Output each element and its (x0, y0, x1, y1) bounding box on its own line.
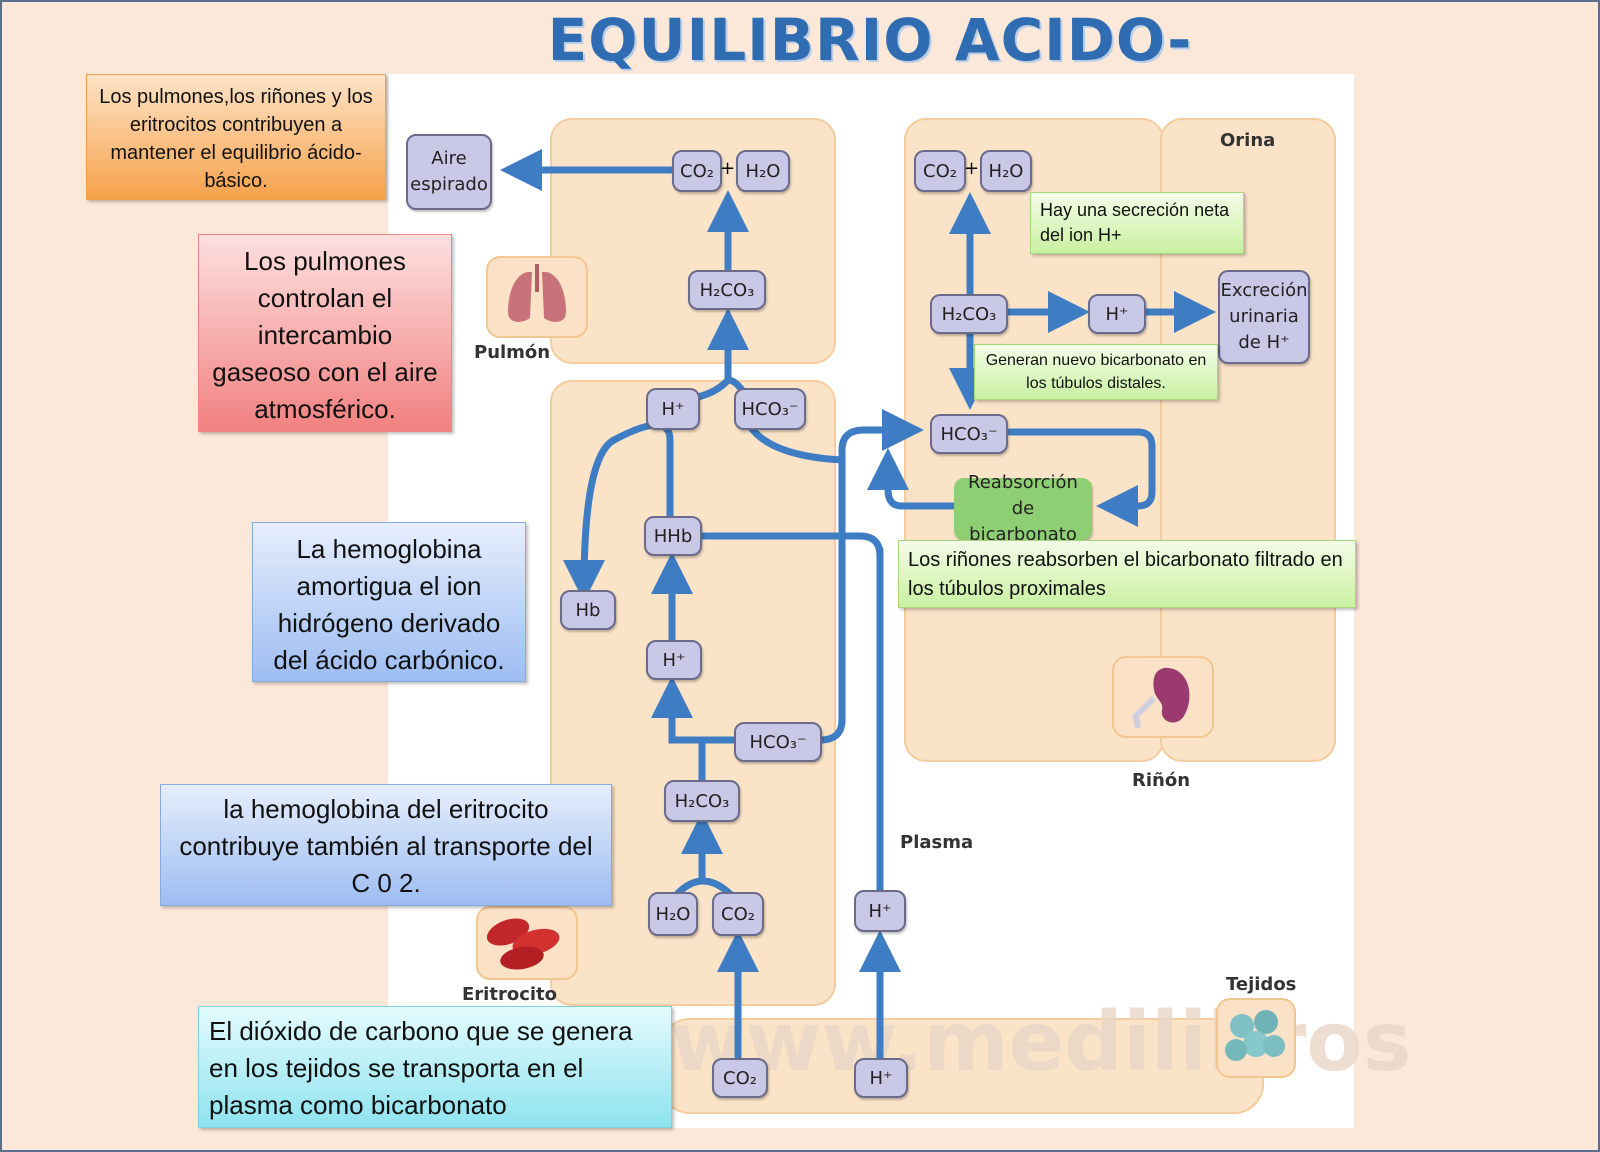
label-rinon: Riñón (1132, 770, 1191, 791)
h2co3-chip-lung: H₂CO₃ (688, 270, 766, 310)
h2o-chip-ery: H₂O (648, 892, 698, 936)
reabs-line1: Reabsorción (968, 472, 1078, 493)
note-lungs: Los pulmones controlan el intercambio ga… (198, 234, 452, 432)
lung-icon (486, 256, 588, 338)
erythrocyte-icon (476, 906, 578, 980)
label-eritrocito: Eritrocito (462, 984, 558, 1005)
hco3-chip-kidney: HCO₃⁻ (930, 414, 1008, 454)
arrow-hhb-to-plasma (696, 532, 884, 560)
h2co3-chip-ery: H₂CO₃ (664, 780, 740, 822)
reabsorcion-chip: Reabsorción de bicarbonato (954, 472, 1092, 545)
note-hemoglobin: La hemoglobina amortigua el ion hidrógen… (252, 522, 526, 682)
h-chip-ery-mid: H⁺ (646, 640, 702, 680)
h2o-chip-lung: H₂O (736, 150, 790, 192)
reabs-line2: de bicarbonato (969, 498, 1077, 545)
aire-line2: espirado (410, 174, 488, 195)
excr-line3: de H⁺ (1238, 332, 1290, 353)
excr-line1: Excreción (1220, 280, 1308, 301)
hb-chip: Hb (560, 590, 616, 630)
hco3-chip-ery-mid: HCO₃⁻ (734, 722, 822, 762)
h-chip-tissue: H⁺ (854, 1058, 908, 1098)
co2-chip-ery: CO₂ (712, 892, 764, 936)
hco3-chip-ery-top: HCO₃⁻ (734, 388, 806, 430)
note-transport: la hemoglobina del eritrocito contribuye… (160, 784, 612, 906)
aire-espirado-chip: Aire espirado (406, 134, 492, 210)
arrow-hco3-plasma-merge (746, 422, 846, 464)
h-chip-kidney: H⁺ (1088, 294, 1146, 334)
plus-sign-kidney: + (964, 158, 980, 179)
h-chip-plasma: H⁺ (854, 890, 906, 932)
aire-line1: Aire (431, 148, 467, 169)
arrow-h2co3-to-h (651, 676, 706, 784)
label-orina: Orina (1220, 130, 1276, 151)
arrow-hhb-to-hb (563, 421, 674, 602)
label-plasma: Plasma (900, 832, 974, 853)
h2co3-chip-kidney: H₂CO₃ (930, 294, 1008, 334)
co2-chip-tissue: CO₂ (712, 1058, 768, 1098)
kidney-icon (1112, 656, 1214, 738)
excr-line2: urinaria (1229, 306, 1299, 327)
plus-sign-lung: + (720, 158, 736, 179)
arrow-hco3-to-reabsorcion (1006, 428, 1156, 527)
co2-chip-lung: CO₂ (672, 150, 722, 192)
label-pulmon: Pulmón (474, 342, 551, 363)
hhb-chip: HHb (644, 516, 702, 556)
co2-chip-kidney: CO₂ (914, 150, 966, 192)
note-tissues: El dióxido de carbono que se genera en l… (198, 1006, 672, 1128)
arrow-reabsorcion-to-plasma (867, 448, 958, 510)
tissue-cells-icon (1216, 998, 1296, 1078)
note-intro: Los pulmones,los riñones y los eritrocit… (86, 74, 386, 200)
note-reabsorb: Los riñones reabsorben el bicarbonato fi… (898, 540, 1356, 608)
h2o-chip-kidney: H₂O (980, 150, 1032, 192)
h-chip-ery-top: H⁺ (646, 388, 700, 430)
label-tejidos: Tejidos (1226, 974, 1297, 995)
arrow-hco3-to-kidney (816, 409, 924, 744)
note-new-bicarbonate: Generan nuevo bicarbonato en los túbulos… (974, 344, 1218, 400)
excrecion-urinaria-chip: Excreción urinaria de H⁺ (1218, 270, 1310, 364)
note-secretion: Hay una secreción neta del ion H+ (1030, 192, 1244, 254)
